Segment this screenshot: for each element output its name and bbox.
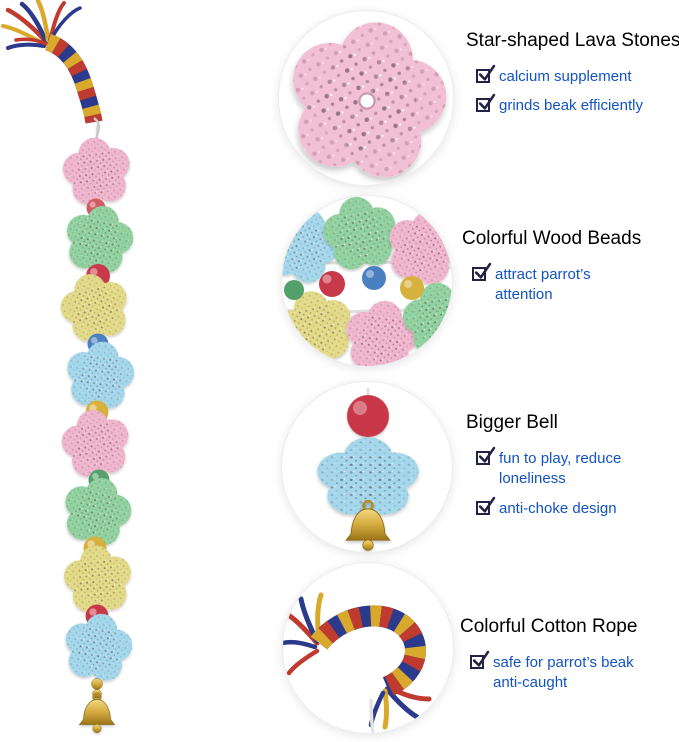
- rope-tassels: [1, 0, 82, 50]
- stone-bead-stack: [53, 133, 139, 685]
- checked-checkbox-icon: [476, 64, 496, 83]
- feature-item: attract parrot’s attention: [472, 262, 679, 306]
- feature-title: Bigger Bell: [466, 412, 558, 433]
- feature-item: grinds beak efficiently: [476, 94, 679, 116]
- feature-text: anti-choke design: [499, 499, 617, 517]
- checked-checkbox-icon: [476, 446, 496, 465]
- feature-text: safe for parrot’s beak anti-caught: [493, 654, 634, 692]
- feature-section-cotton-rope: Colorful Cotton Rope safe for parrot’s b…: [460, 616, 679, 703]
- feature-text: attract parrot’s attention: [495, 266, 591, 304]
- feature-item: safe for parrot’s beak anti-caught: [470, 650, 679, 694]
- rope-knot: [310, 605, 426, 697]
- feature-text: calcium supplement: [499, 68, 632, 85]
- inset-wood-beads: [281, 195, 453, 367]
- feature-item: calcium supplement: [476, 64, 679, 87]
- feature-text: grinds beak efficiently: [499, 97, 643, 115]
- inset-bell: [281, 381, 453, 553]
- stone-hole: [358, 92, 376, 110]
- feature-title: Colorful Cotton Rope: [460, 616, 638, 637]
- feature-title: Star-shaped Lava Stones: [466, 30, 679, 51]
- wood-beads: [284, 266, 424, 300]
- cotton-rope: [44, 33, 103, 124]
- checked-checkbox-icon: [476, 496, 496, 515]
- feature-section-bigger-bell: Bigger Bell fun to play, reduce loneline…: [466, 412, 679, 528]
- inset-lava-stone: [278, 10, 454, 186]
- feature-item: anti-choke design: [476, 496, 679, 519]
- red-wood-bead: [347, 395, 389, 437]
- feature-text: fun to play, reduce loneliness: [499, 450, 622, 488]
- checked-checkbox-icon: [470, 650, 490, 669]
- feature-item: fun to play, reduce loneliness: [476, 446, 679, 490]
- gold-bell: [78, 692, 116, 734]
- checked-checkbox-icon: [472, 262, 492, 281]
- gold-bead: [91, 678, 103, 690]
- checked-checkbox-icon: [476, 94, 496, 113]
- white-cord: [369, 698, 375, 733]
- blue-star-stone: [317, 437, 419, 515]
- toy-product-photo: [1, 0, 139, 734]
- feature-section-wood-beads: Colorful Wood Beads attract parrot’s att…: [462, 228, 679, 315]
- feature-title: Colorful Wood Beads: [462, 228, 642, 249]
- inset-cotton-rope: [282, 562, 454, 734]
- feature-section-lava-stones: Star-shaped Lava Stones calcium suppleme…: [466, 30, 679, 126]
